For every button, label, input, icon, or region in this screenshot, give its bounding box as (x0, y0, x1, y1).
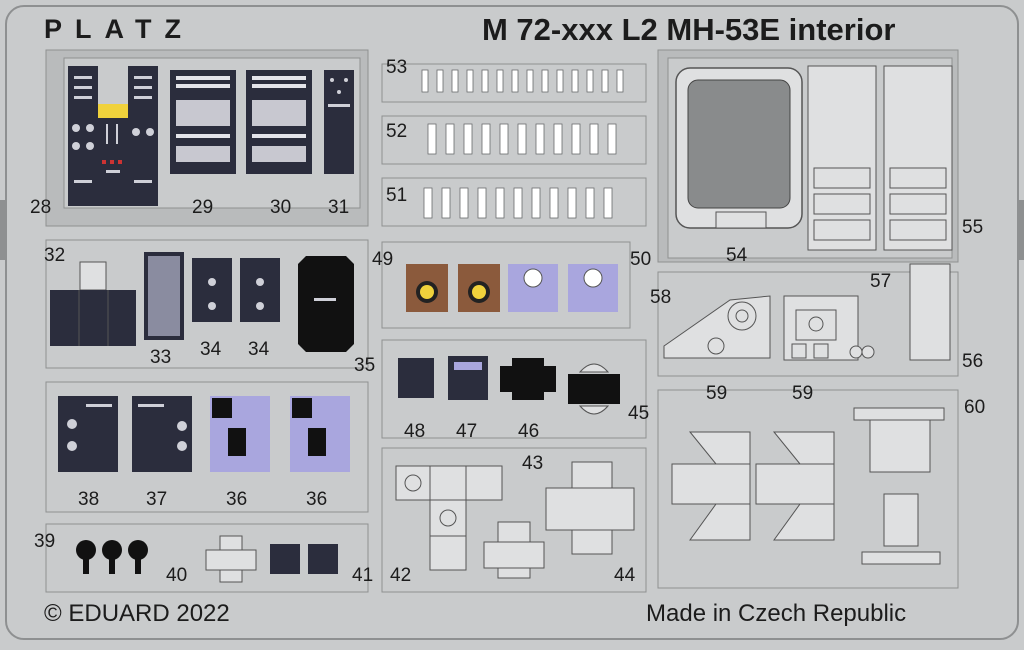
part-49-gauge-b (458, 264, 500, 312)
part-label-39: 39 (34, 531, 56, 552)
part-label-59: 59 (706, 383, 728, 404)
part-label-45: 45 (628, 403, 650, 424)
part-label-34b: 34 (248, 339, 270, 360)
part-label-47: 47 (456, 421, 478, 442)
part-29-circuit-panel (170, 70, 236, 174)
part-label-29: 29 (192, 197, 214, 218)
copyright-text: © EDUARD 2022 (44, 600, 230, 627)
part-label-35: 35 (354, 355, 376, 376)
part-label-52: 52 (386, 121, 408, 142)
part-60-seat-frame (853, 407, 945, 565)
part-37-panel (132, 396, 192, 472)
part-59-bracket-a (671, 431, 751, 541)
part-47-panel (448, 356, 488, 400)
part-label-43: 43 (522, 453, 544, 474)
part-43-hatch (483, 521, 545, 579)
part-label-54: 54 (726, 245, 748, 266)
part-54-window-frame (675, 67, 803, 229)
part-39-handles (76, 540, 148, 574)
frame-51 (381, 177, 647, 227)
frame-52 (381, 115, 647, 165)
part-label-51: 51 (386, 185, 408, 206)
part-57-panels (807, 65, 953, 251)
part-50-crank-placard-a (508, 264, 558, 312)
part-33-grille (144, 252, 184, 340)
part-58-bracket (663, 295, 771, 359)
part-label-42: 42 (390, 565, 412, 586)
part-label-50: 50 (630, 249, 652, 270)
part-35-console (298, 256, 354, 352)
fret-title: M 72-xxx L2 MH-53E interior (482, 12, 896, 47)
part-34-panel (192, 258, 232, 322)
part-46-cross (500, 358, 556, 400)
part-label-32: 32 (44, 245, 66, 266)
frame-53 (381, 63, 647, 103)
part-label-41: 41 (352, 565, 374, 586)
part-label-38: 38 (78, 489, 100, 510)
part-label-33: 33 (150, 347, 172, 368)
part-label-31: 31 (328, 197, 350, 218)
part-label-49: 49 (372, 249, 394, 270)
part-59-bracket-b (755, 431, 835, 541)
origin-text: Made in Czech Republic (646, 600, 907, 627)
part-36-panel-b (290, 396, 350, 472)
part-label-34: 34 (200, 339, 222, 360)
part-label-30: 30 (270, 197, 292, 218)
part-34-panel-b (240, 258, 280, 322)
part-label-57: 57 (870, 271, 892, 292)
part-label-46: 46 (518, 421, 540, 442)
part-label-37: 37 (146, 489, 168, 510)
part-label-44: 44 (614, 565, 636, 586)
part-49-gauge-a (406, 264, 448, 312)
part-label-55: 55 (962, 217, 984, 238)
part-label-59b: 59 (792, 383, 814, 404)
part-42-hatch (395, 465, 503, 571)
part-32-seat-back (50, 261, 136, 346)
part-28-instrument-panel (68, 66, 158, 206)
part-label-36: 36 (226, 489, 248, 510)
part-label-56: 56 (962, 351, 984, 372)
part-label-58: 58 (650, 287, 672, 308)
part-41-panels (270, 544, 338, 574)
part-38-panel (58, 396, 118, 472)
part-label-53: 53 (386, 57, 408, 78)
part-label-40: 40 (166, 565, 188, 586)
part-45-block (568, 363, 620, 415)
brand-logo-text: PLATZ (44, 14, 194, 44)
part-40-plate (205, 535, 257, 583)
part-31-radio-panel (324, 70, 354, 174)
part-36-panel (210, 396, 270, 472)
part-56-strip (909, 263, 951, 361)
part-label-48: 48 (404, 421, 426, 442)
part-48-panel (398, 358, 434, 398)
part-label-36b: 36 (306, 489, 328, 510)
part-label-60: 60 (964, 397, 986, 418)
part-57-box (783, 295, 875, 361)
part-label-28: 28 (30, 197, 52, 218)
part-30-circuit-panel (246, 70, 312, 174)
part-44-hatch (545, 461, 635, 555)
part-50-crank-placard-b (568, 264, 618, 312)
